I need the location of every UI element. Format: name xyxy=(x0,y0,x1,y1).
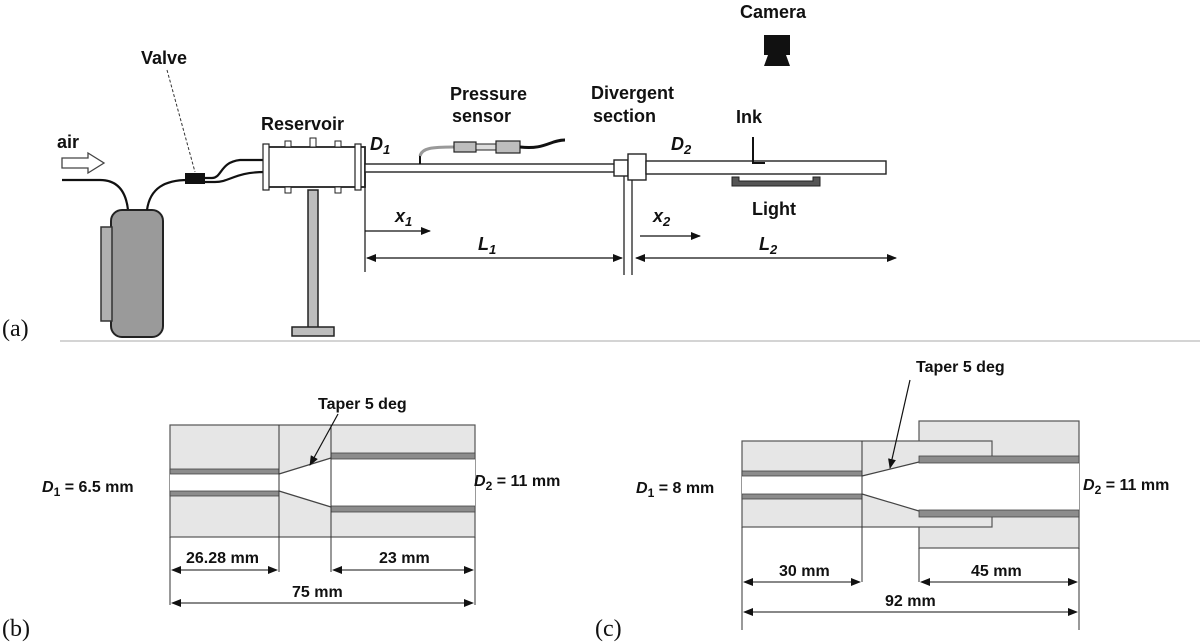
d2-value-b: D2 = 11 mm xyxy=(474,473,560,493)
d2-label: D2 xyxy=(671,134,692,157)
pressure-sensor-label-2: sensor xyxy=(452,106,511,126)
d2-wall-bottom-c xyxy=(918,509,1080,518)
bore-c xyxy=(742,462,1079,511)
reservoir-bolt xyxy=(309,137,317,148)
light-label: Light xyxy=(752,199,796,219)
reservoir-bolt xyxy=(284,140,292,148)
d1-wall-bottom-c xyxy=(741,493,863,500)
d2-wall-top-b xyxy=(330,452,476,460)
camera-lens xyxy=(764,55,790,66)
valve xyxy=(185,173,205,184)
x2-label: x2 xyxy=(652,206,671,229)
divergent-coupler-left xyxy=(613,159,629,177)
reservoir-bolt xyxy=(334,140,342,148)
taper-wall-bottom-c xyxy=(861,493,920,512)
taper-label-b: Taper 5 deg xyxy=(318,396,407,413)
reservoir-bolt xyxy=(284,186,292,194)
dim-total-label-c: 92 mm xyxy=(885,593,936,610)
reservoir-flange-right xyxy=(354,143,362,191)
valve-hose xyxy=(205,158,265,180)
panel-b: Taper 5 deg D1 = 6.5 mm D2 = 11 mm 26.28… xyxy=(2,396,560,642)
l1-label: L1 xyxy=(478,234,496,257)
pipe-d2 xyxy=(645,160,887,175)
reservoir-stand-base xyxy=(291,326,335,337)
tank-outlet-hose xyxy=(145,178,189,211)
l2-label: L2 xyxy=(759,234,778,257)
valve-leader xyxy=(166,69,196,173)
reservoir xyxy=(264,146,366,188)
pipe-d1 xyxy=(364,163,616,173)
ink-label: Ink xyxy=(736,107,763,127)
ink-injector xyxy=(752,137,765,164)
reservoir-bolt xyxy=(334,186,342,194)
tank-handle xyxy=(100,226,113,322)
dim-right-label-c: 45 mm xyxy=(971,563,1022,580)
air-tank xyxy=(110,209,164,338)
dim-left-label-b: 26.28 mm xyxy=(186,550,259,567)
divergent-coupler xyxy=(627,153,647,181)
pressure-sensor xyxy=(453,141,477,153)
d1-wall-bottom-b xyxy=(169,490,280,497)
light-source xyxy=(731,176,821,187)
divergent-label-1: Divergent xyxy=(591,83,674,103)
pressure-sensor-label-1: Pressure xyxy=(450,84,527,104)
d1-value-c: D1 = 8 mm xyxy=(636,480,714,500)
reservoir-stand xyxy=(307,189,319,331)
d1-value-b: D1 = 6.5 mm xyxy=(42,479,134,499)
divergent-label-2: section xyxy=(593,106,656,126)
dim-right-label-b: 23 mm xyxy=(379,550,430,567)
pressure-sensor-connector xyxy=(475,143,497,151)
dim-total-label-b: 75 mm xyxy=(292,584,343,601)
taper-leader-c xyxy=(888,379,911,469)
d1-wall-top-c xyxy=(741,470,863,477)
d2-wall-bottom-b xyxy=(330,505,476,513)
panel-c: Taper 5 deg D1 = 8 mm D2 = 11 mm 30 mm 4… xyxy=(595,359,1169,642)
taper-leader-b xyxy=(309,413,339,466)
taper-wall-top-b xyxy=(278,457,332,475)
d2-wall-top-c xyxy=(918,455,1080,464)
sensor-tube xyxy=(418,145,455,157)
dim-left-label-c: 30 mm xyxy=(779,563,830,580)
d1-label: D1 xyxy=(370,134,390,157)
d1-wall-top-b xyxy=(169,468,280,475)
panel-a-label: (a) xyxy=(2,316,29,342)
d2-value-c: D2 = 11 mm xyxy=(1083,477,1169,497)
taper-wall-top-c xyxy=(861,461,920,477)
reservoir-flange-left xyxy=(262,143,270,191)
pressure-sensor-body xyxy=(495,140,521,154)
air-label: air xyxy=(57,132,79,152)
camera xyxy=(764,35,790,55)
camera-label: Camera xyxy=(740,2,807,22)
valve-label: Valve xyxy=(141,48,187,68)
valve-hose-2 xyxy=(205,170,266,184)
panel-b-label: (b) xyxy=(2,616,30,642)
panel-a: air Valve Reservoir D1 Pressure sensor xyxy=(2,2,1200,342)
sensor-cable xyxy=(519,138,566,150)
panel-c-label: (c) xyxy=(595,616,622,642)
air-arrow xyxy=(61,151,106,175)
reservoir-label: Reservoir xyxy=(261,114,344,134)
taper-wall-bottom-b xyxy=(278,490,332,508)
taper-label-c: Taper 5 deg xyxy=(916,359,1005,376)
bore-b xyxy=(170,458,475,507)
inlet-hose xyxy=(62,178,130,211)
x1-label: x1 xyxy=(394,206,412,229)
